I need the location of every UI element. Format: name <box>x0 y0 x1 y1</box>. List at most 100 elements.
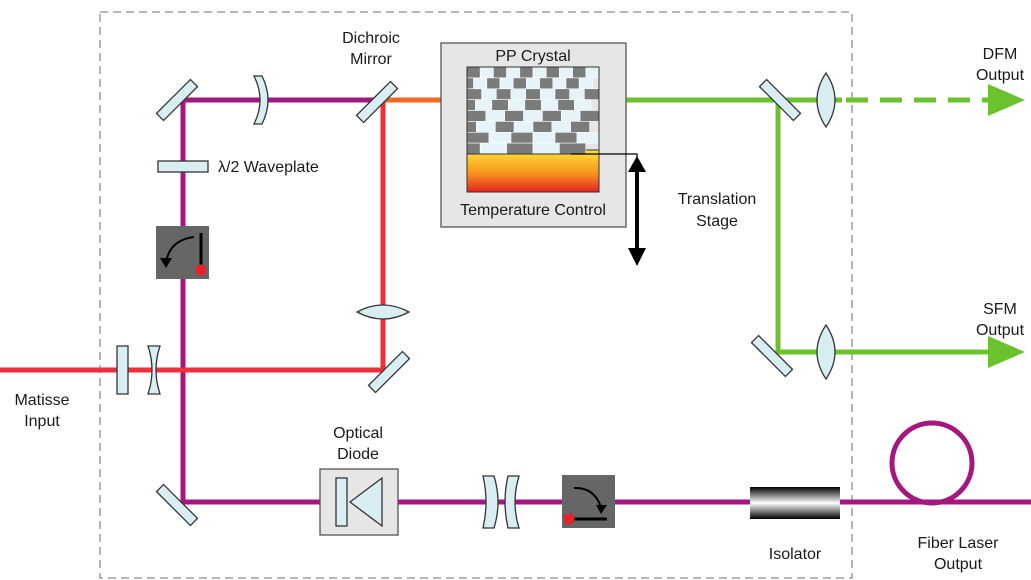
crystal-domain <box>466 77 474 90</box>
crystal-domain <box>466 132 490 144</box>
crystal-domain <box>494 121 515 133</box>
sfm-output-arrow <box>988 336 1025 368</box>
crystal-domain <box>526 77 540 90</box>
crystal-domain <box>481 88 497 101</box>
translation-stage-label-line2: Stage <box>696 213 738 230</box>
crystal-domain <box>493 66 507 79</box>
dfm-output-label-line2: Output <box>976 67 1025 84</box>
crystal-domain <box>474 99 493 111</box>
sfm-output-label-line1: SFM <box>983 301 1017 318</box>
crystal-domain <box>551 121 572 133</box>
crystal-domain <box>473 77 488 90</box>
crystal-domain <box>466 66 481 79</box>
crystal-domain <box>510 132 534 144</box>
crystal-domain <box>542 110 562 122</box>
crystal-domain <box>504 110 524 122</box>
crystal-domain <box>488 132 512 144</box>
lens-matisse-input-convex <box>116 345 129 395</box>
crystal-domain <box>524 99 542 111</box>
lens-top <box>252 75 269 125</box>
lens-diode-path-convex <box>482 475 499 529</box>
translation-stage-arrow <box>628 156 646 266</box>
crystal-domain <box>506 142 534 155</box>
lens-diode-path-concave <box>504 475 520 529</box>
crystal-domain <box>486 77 501 90</box>
translation-stage-label-line1: Translation <box>678 191 757 208</box>
polarization-rotator-horizontal <box>562 475 615 528</box>
crystal-domain <box>485 110 506 122</box>
crystal-domain <box>539 88 556 101</box>
crystal-domain <box>560 110 581 122</box>
dichroic-mirror <box>355 80 399 124</box>
crystal-domain <box>557 99 575 111</box>
dfm-output-label-line1: DFM <box>983 46 1018 63</box>
crystal-domain <box>570 121 590 133</box>
crystal-domain <box>573 99 592 111</box>
crystal-domain <box>583 88 600 101</box>
fiber-laser-output-label-line1: Fiber Laser <box>918 535 1000 552</box>
crystal-domain <box>565 77 580 90</box>
crystal-domain <box>579 110 600 122</box>
crystal-domain <box>559 142 587 155</box>
crystal-domain <box>572 66 587 79</box>
crystal-domain <box>532 121 553 133</box>
pp-crystal-assembly <box>440 42 627 228</box>
half-waveplate <box>157 160 209 173</box>
crystal-domain <box>466 99 476 111</box>
crystal-domain <box>523 110 543 122</box>
crystal-domain <box>540 99 559 111</box>
lens-dfm-output <box>816 71 836 129</box>
mirror-output-top <box>758 78 802 122</box>
crystal-domain <box>495 88 512 101</box>
isolator <box>750 487 840 519</box>
lens-sfm-output <box>816 323 836 381</box>
crystal-domain <box>479 142 507 155</box>
crystal-domain <box>519 66 534 79</box>
crystal-domain <box>552 77 567 90</box>
mirror-bottom-right-matisse <box>367 350 411 394</box>
crystal-domain <box>506 66 521 79</box>
crystal-domain <box>532 132 556 144</box>
output-beam <box>598 97 990 355</box>
crystal-domain <box>559 66 573 79</box>
crystal-domain <box>585 66 600 79</box>
matisse-input-label-line1: Matisse <box>14 392 69 409</box>
crystal-domain <box>512 77 527 90</box>
crystal-domain <box>545 66 560 79</box>
fiber-loop <box>889 420 975 506</box>
crystal-domain <box>466 142 481 155</box>
crystal-domain <box>510 88 526 101</box>
lens-matisse-path <box>355 304 411 320</box>
polarization-rotator-vertical <box>156 226 209 279</box>
crystal-domain <box>507 99 526 111</box>
optical-diode-label-line2: Diode <box>337 446 379 463</box>
matisse-input-label-line2: Input <box>24 413 60 430</box>
isolator-label: Isolator <box>769 546 822 563</box>
crystal-domain <box>525 88 541 101</box>
waveplate-label: λ/2 Waveplate <box>218 159 319 176</box>
crystal-domain <box>554 88 570 101</box>
enclosure-boundary <box>99 11 853 579</box>
crystal-domain <box>479 66 494 79</box>
sfm-output-label-line2: Output <box>976 322 1025 339</box>
pp-crystal-label: PP Crystal <box>495 48 570 65</box>
crystal-domain <box>491 99 509 111</box>
crystal-domain <box>539 77 554 90</box>
crystal-domain <box>532 66 547 79</box>
crystal-domain <box>569 88 585 101</box>
crystal-domain <box>554 132 578 144</box>
crystal-domain <box>576 132 600 144</box>
dichroic-mirror-label-line2: Mirror <box>350 51 392 68</box>
crystal-domain <box>476 121 496 133</box>
crystal-domain <box>578 77 593 90</box>
mirror-top-left <box>155 78 199 122</box>
optical-diode-label-line1: Optical <box>333 425 383 442</box>
optical-diode <box>319 468 399 536</box>
dichroic-mirror-label-line1: Dichroic <box>342 30 400 47</box>
fiber-laser-output-label-line2: Output <box>934 556 983 573</box>
lens-matisse-input-concave <box>147 345 161 395</box>
crystal-domain <box>466 110 487 122</box>
mirror-output-bottom <box>750 334 794 378</box>
